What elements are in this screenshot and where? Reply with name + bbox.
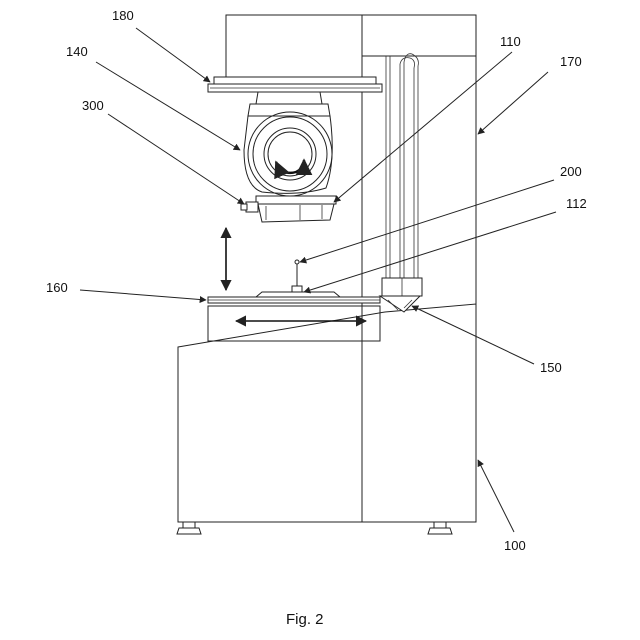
label-160: 160 bbox=[46, 280, 68, 295]
label-112: 112 bbox=[566, 196, 587, 211]
rotating-head bbox=[244, 92, 332, 196]
label-100: 100 bbox=[504, 538, 526, 553]
guide-rails bbox=[382, 54, 422, 296]
label-300: 300 bbox=[82, 98, 104, 113]
figure-caption: Fig. 2 bbox=[286, 611, 324, 628]
label-180: 180 bbox=[112, 8, 134, 23]
tool-holder bbox=[256, 196, 336, 222]
label-140: 140 bbox=[66, 44, 88, 59]
label-200: 200 bbox=[560, 164, 582, 179]
label-170: 170 bbox=[560, 54, 582, 69]
leveling-feet bbox=[177, 522, 452, 534]
work-table bbox=[208, 260, 380, 303]
label-110: 110 bbox=[500, 34, 521, 49]
label-150: 150 bbox=[540, 360, 562, 375]
mounting-plate bbox=[208, 77, 382, 92]
